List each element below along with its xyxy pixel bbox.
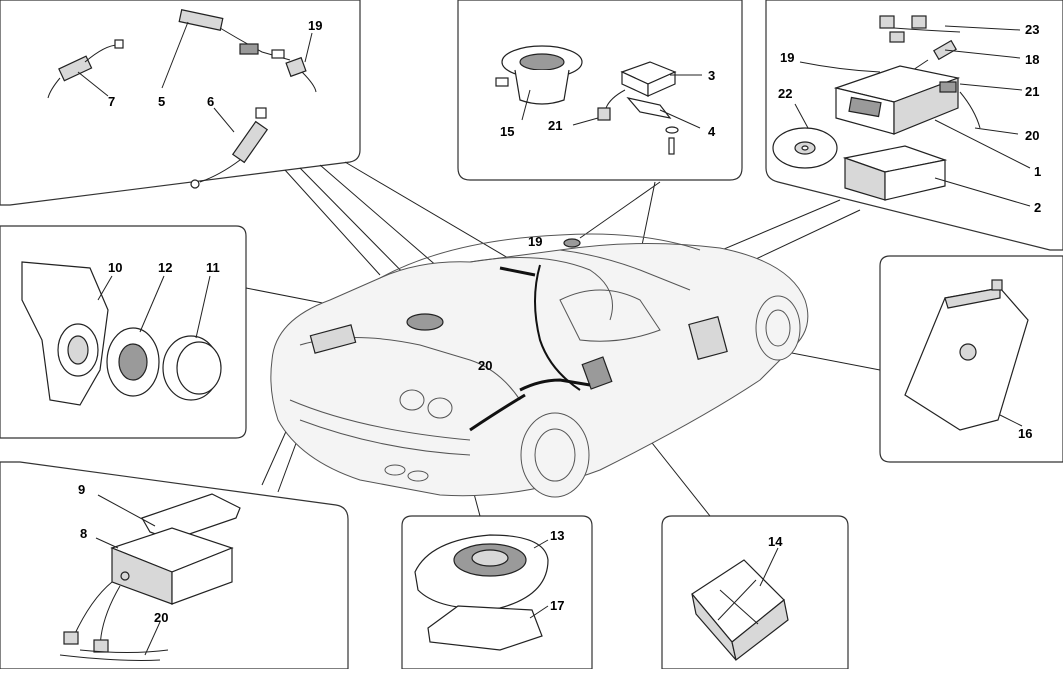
part-14-module-illustration — [691, 559, 789, 662]
callout-6: 6 — [207, 94, 214, 109]
callout-17: 17 — [550, 598, 564, 613]
callout-15: 15 — [500, 124, 514, 139]
part-1-radio-illustration — [799, 61, 981, 135]
callout-20: 20 — [478, 358, 492, 373]
callout-11: 11 — [206, 260, 220, 275]
callout-18: 18 — [1025, 52, 1039, 67]
callout-20: 20 — [154, 610, 168, 625]
part-7-cable-illustration — [47, 39, 124, 99]
callout-13: 13 — [550, 528, 564, 543]
callout-20: 20 — [1025, 128, 1039, 143]
part-23-harness-illustration — [879, 15, 961, 43]
callout-2: 2 — [1034, 200, 1041, 215]
callout-8: 8 — [80, 526, 87, 541]
part-17-cover-illustration — [427, 605, 543, 651]
callout-labels: 7 5 6 19 15 3 21 4 23 18 19 21 22 20 1 2… — [78, 18, 1041, 625]
callout-12: 12 — [158, 260, 172, 275]
callout-9: 9 — [78, 482, 85, 497]
callout-14: 14 — [768, 534, 783, 549]
part-13-subwoofer-illustration — [414, 534, 549, 610]
callout-21: 21 — [548, 118, 562, 133]
part-3-gps-antenna-illustration — [597, 61, 679, 155]
callout-1: 1 — [1034, 164, 1041, 179]
callout-3: 3 — [708, 68, 715, 83]
callout-19: 19 — [780, 50, 794, 65]
callout-19: 19 — [528, 234, 542, 249]
part-11-ring-illustration — [162, 335, 222, 401]
car-body — [270, 233, 809, 498]
part-22-cd-illustration — [772, 127, 838, 169]
callout-22: 22 — [778, 86, 792, 101]
part-5-cable-illustration — [178, 9, 291, 61]
callout-21: 21 — [1025, 84, 1039, 99]
part-6-cable-illustration — [190, 107, 269, 189]
part-8-amplifier-illustration — [63, 527, 234, 653]
callout-19: 19 — [308, 18, 322, 33]
leader-lines — [77, 21, 1031, 656]
callout-7: 7 — [108, 94, 115, 109]
part-9-bracket-illustration — [141, 493, 241, 541]
part-10-bracket-illustration — [21, 261, 109, 406]
callout-4: 4 — [708, 124, 716, 139]
part-16-bracket-illustration — [904, 279, 1029, 431]
panel-top-left — [0, 0, 361, 206]
callout-5: 5 — [158, 94, 165, 109]
part-12-speaker-illustration — [106, 327, 160, 397]
callout-10: 10 — [108, 260, 122, 275]
part-2-changer-illustration — [842, 145, 948, 201]
callout-16: 16 — [1018, 426, 1032, 441]
part-20-cable-illustration — [59, 649, 169, 661]
panel-top-middle — [457, 0, 743, 181]
part-19-cable-illustration — [285, 56, 317, 93]
callout-23: 23 — [1025, 22, 1039, 37]
